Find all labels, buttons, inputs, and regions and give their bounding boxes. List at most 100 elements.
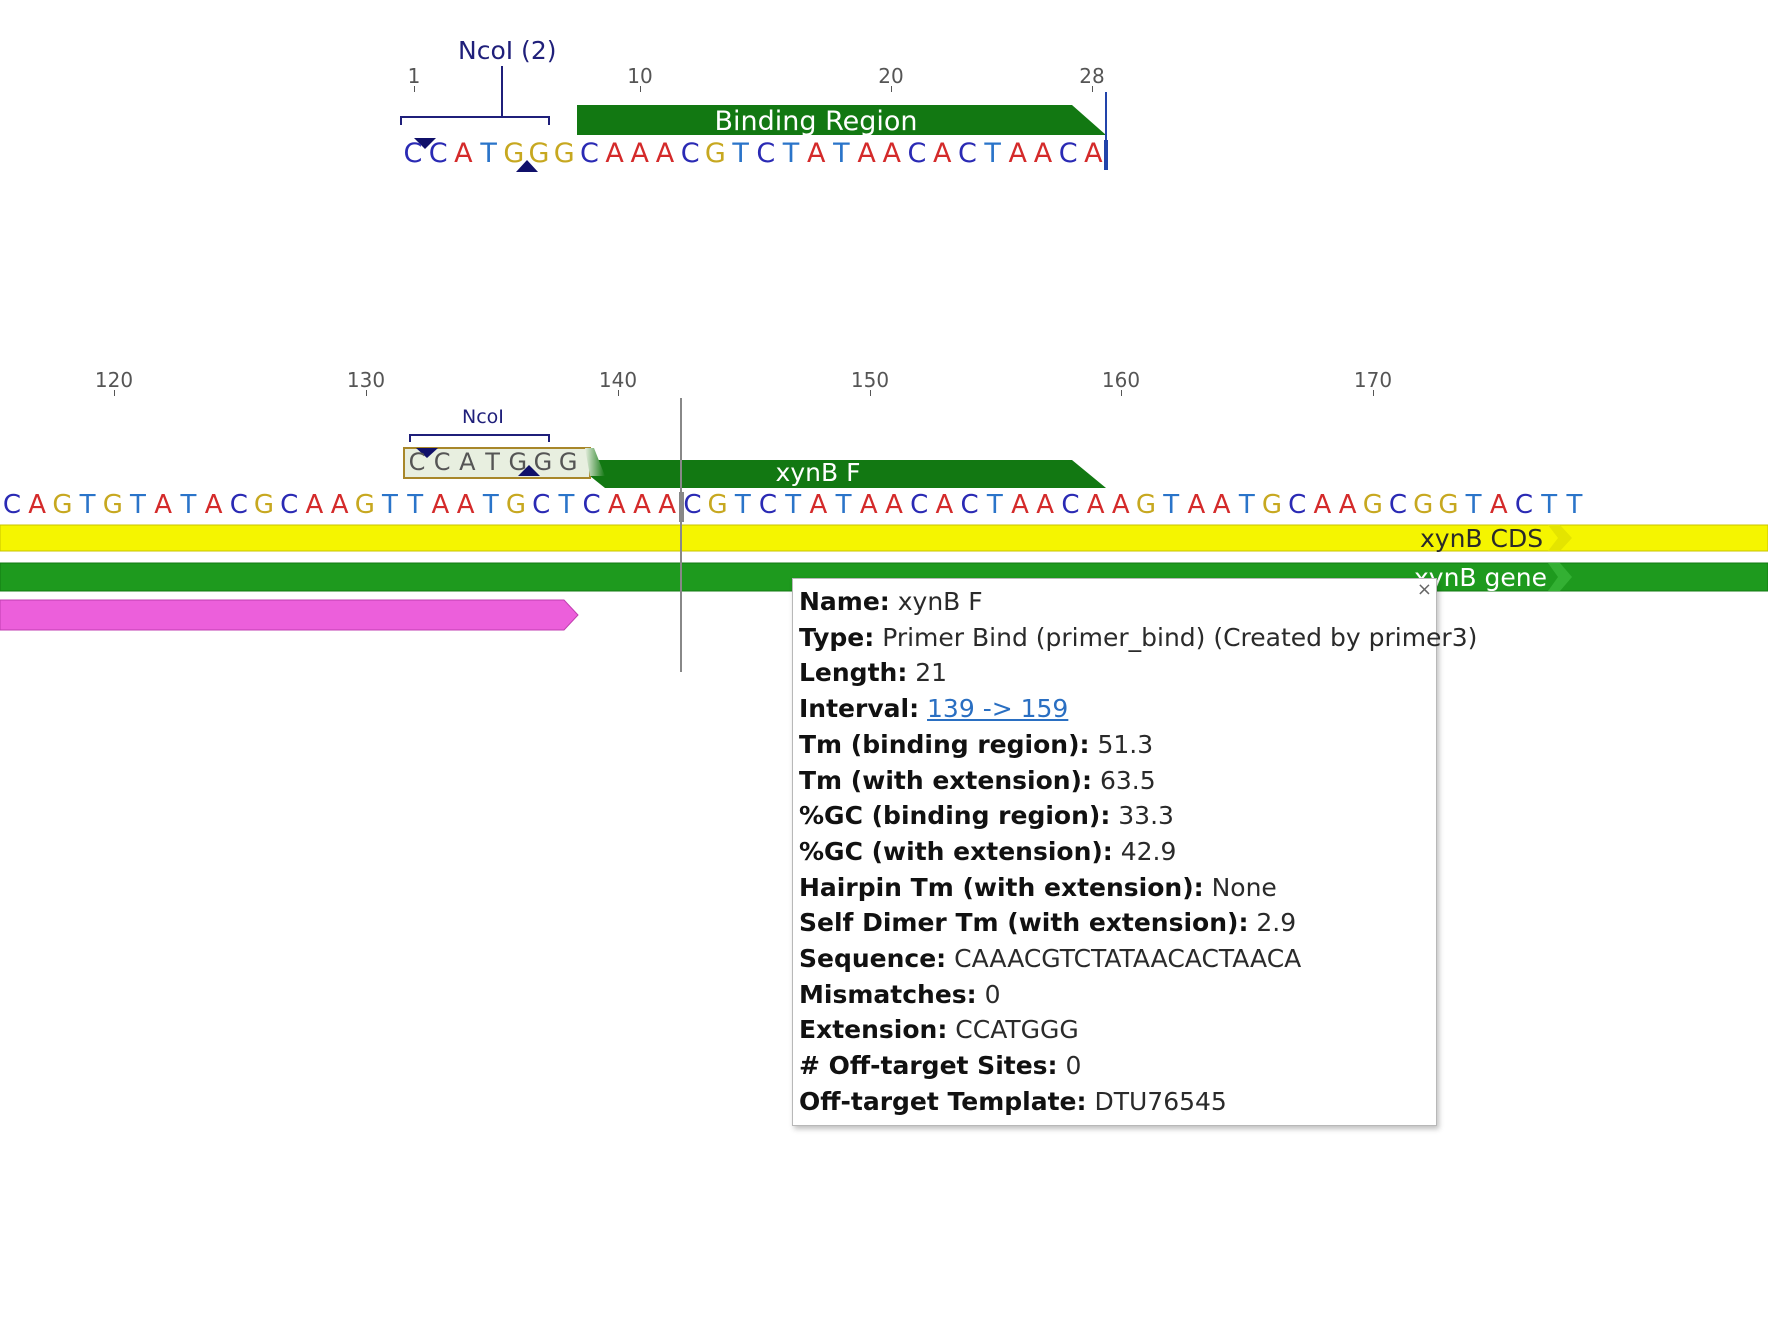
base-A[interactable]: A [607, 490, 626, 520]
base-G[interactable]: G [503, 138, 525, 169]
base-G[interactable]: G [1438, 490, 1459, 520]
binding-region-arrow[interactable] [0, 0, 1768, 200]
base-C[interactable]: C [756, 138, 776, 169]
top-ncoi-label[interactable]: NcoI (2) [458, 36, 557, 65]
base-C[interactable]: C [680, 138, 700, 169]
base-A[interactable]: A [1187, 490, 1206, 520]
base-A[interactable]: A [859, 490, 878, 520]
base-T[interactable]: T [1541, 490, 1558, 520]
xynb-cds-label[interactable]: xynB CDS [1420, 524, 1544, 553]
base-T[interactable]: T [482, 490, 499, 520]
bottom-ncoi-label[interactable]: NcoI [462, 406, 504, 428]
base-A[interactable]: A [806, 138, 826, 169]
base-G[interactable]: G [354, 490, 375, 520]
base-G[interactable]: G [533, 448, 553, 476]
base-T[interactable]: T [1566, 490, 1583, 520]
base-C[interactable]: C [907, 138, 927, 169]
base-T[interactable]: T [1238, 490, 1255, 520]
base-A[interactable]: A [28, 490, 47, 520]
base-A[interactable]: A [305, 490, 324, 520]
base-A[interactable]: A [154, 490, 173, 520]
base-A[interactable]: A [885, 490, 903, 520]
base-C[interactable]: C [957, 138, 977, 169]
base-A[interactable]: A [605, 138, 624, 169]
base-T[interactable]: T [558, 490, 575, 520]
base-C[interactable]: C [229, 490, 248, 520]
base-C[interactable]: C [428, 138, 448, 169]
base-T[interactable]: T [986, 490, 1003, 520]
base-C[interactable]: C [758, 490, 778, 520]
base-T[interactable]: T [1163, 490, 1180, 520]
base-C[interactable]: C [1514, 490, 1534, 520]
base-A[interactable]: A [630, 138, 650, 169]
base-T[interactable]: T [984, 138, 1001, 169]
base-A[interactable]: A [809, 490, 828, 520]
base-T[interactable]: T [407, 490, 424, 520]
base-T[interactable]: T [79, 490, 96, 520]
base-G[interactable]: G [1261, 490, 1283, 520]
base-A[interactable]: A [330, 490, 349, 520]
base-C[interactable]: C [579, 138, 599, 169]
interval-link[interactable]: 139 -> 159 [927, 694, 1069, 724]
base-C[interactable]: C [1288, 490, 1307, 520]
base-A[interactable]: A [431, 490, 450, 520]
base-A[interactable]: A [459, 448, 476, 476]
base-T[interactable]: T [835, 490, 852, 520]
base-G[interactable]: G [102, 490, 123, 520]
base-C[interactable]: C [910, 490, 929, 520]
base-A[interactable]: A [1338, 490, 1357, 520]
base-G[interactable]: G [1135, 490, 1157, 520]
base-T[interactable]: T [734, 490, 751, 520]
primer-xynb-f-label[interactable]: xynB F [775, 458, 861, 487]
base-C[interactable]: C [2, 490, 22, 520]
close-icon[interactable]: × [1416, 579, 1432, 600]
base-G[interactable]: G [253, 490, 275, 520]
base-T[interactable]: T [785, 490, 802, 520]
base-A[interactable]: A [932, 138, 952, 169]
base-T[interactable]: T [485, 448, 500, 476]
base-C[interactable]: C [532, 490, 551, 520]
base-A[interactable]: A [1086, 490, 1105, 520]
base-C[interactable]: C [1061, 490, 1080, 520]
base-A[interactable]: A [1212, 490, 1231, 520]
base-A[interactable]: A [1011, 490, 1029, 520]
base-A[interactable]: A [1084, 138, 1103, 169]
base-A[interactable]: A [882, 138, 902, 169]
base-A[interactable]: A [1313, 490, 1332, 520]
base-G[interactable]: G [1413, 490, 1434, 520]
base-T[interactable]: T [833, 138, 850, 169]
base-A[interactable]: A [935, 490, 954, 520]
base-A[interactable]: A [204, 490, 223, 520]
base-G[interactable]: G [704, 138, 726, 169]
base-G[interactable]: G [505, 490, 527, 520]
base-A[interactable]: A [456, 490, 475, 520]
base-T[interactable]: T [782, 138, 800, 169]
base-C[interactable]: C [960, 490, 979, 520]
base-T[interactable]: T [732, 138, 749, 169]
base-T[interactable]: T [480, 138, 497, 169]
base-A[interactable]: A [1036, 490, 1055, 520]
base-G[interactable]: G [707, 490, 728, 520]
base-G[interactable]: G [528, 138, 550, 169]
base-T[interactable]: T [1465, 490, 1482, 520]
base-G[interactable]: G [558, 448, 578, 476]
base-A[interactable]: A [1111, 490, 1130, 520]
base-G[interactable]: G [52, 490, 73, 520]
base-T[interactable]: T [130, 490, 146, 520]
base-C[interactable]: C [1058, 138, 1078, 169]
base-A[interactable]: A [857, 138, 876, 169]
base-C[interactable]: C [1388, 490, 1408, 520]
base-C[interactable]: C [280, 490, 299, 520]
base-G[interactable]: G [1362, 490, 1383, 520]
base-C[interactable]: C [408, 448, 426, 476]
base-A[interactable]: A [633, 490, 651, 520]
base-A[interactable]: A [1008, 138, 1028, 169]
base-A[interactable]: A [655, 138, 675, 169]
base-T[interactable]: T [382, 490, 398, 520]
base-G[interactable]: G [508, 448, 528, 476]
base-T[interactable]: T [180, 490, 197, 520]
base-A[interactable]: A [1033, 138, 1053, 169]
base-C[interactable]: C [582, 490, 601, 520]
base-C[interactable]: C [683, 490, 702, 520]
base-A[interactable]: A [658, 490, 677, 520]
